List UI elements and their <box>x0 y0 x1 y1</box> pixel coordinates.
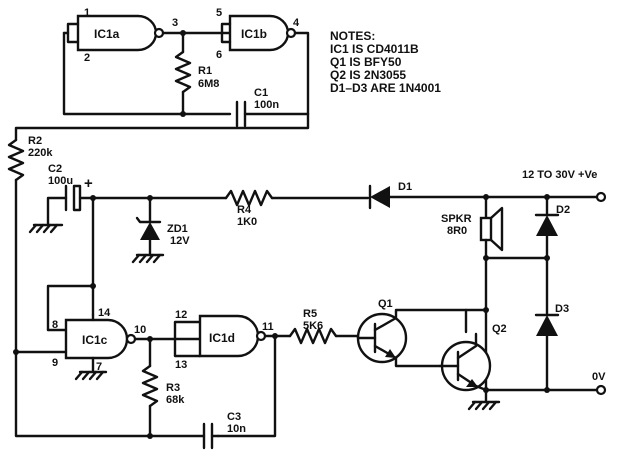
r5-resistor <box>288 327 338 345</box>
r2-resistor <box>7 138 25 182</box>
pin-4: 4 <box>293 17 300 29</box>
supply-terminal <box>595 191 607 203</box>
d1-name: D1 <box>398 181 412 193</box>
q2-transistor <box>438 332 492 392</box>
ic1c-ground-symbol <box>74 370 108 381</box>
r1-value: 6M8 <box>198 78 219 90</box>
q1-transistor <box>356 310 408 364</box>
q1-name: Q1 <box>378 298 393 310</box>
c1-value: 100n <box>254 99 279 111</box>
zd1-name: ZD1 <box>167 223 188 235</box>
pin-6: 6 <box>216 49 222 61</box>
d3-name: D3 <box>555 303 569 315</box>
d3-diode <box>536 315 558 336</box>
q2-ground-symbol <box>467 388 501 411</box>
notes-title: NOTES: <box>330 29 375 43</box>
ic1b-label: IC1b <box>241 27 267 41</box>
pin-5: 5 <box>216 7 222 19</box>
r3-resistor <box>141 364 159 408</box>
ic1a-label: IC1a <box>94 27 120 41</box>
c2-ground-symbol <box>28 223 64 234</box>
notes-line-4: D1–D3 ARE 1N4001 <box>330 81 441 95</box>
d1-diode <box>370 186 390 208</box>
c2-polarity: + <box>84 175 93 192</box>
pin-10: 10 <box>134 324 146 336</box>
pin-2: 2 <box>84 52 90 64</box>
q2-name: Q2 <box>492 323 507 335</box>
pin-1: 1 <box>84 7 90 19</box>
pin-13: 13 <box>175 359 187 371</box>
pin-11: 11 <box>262 321 274 333</box>
d2-name: D2 <box>556 204 570 216</box>
notes-line-1: IC1 IS CD4011B <box>330 42 419 56</box>
d2-diode <box>536 215 558 236</box>
ic1c-label: IC1c <box>82 333 108 347</box>
notes-block: NOTES: IC1 IS CD4011B Q1 IS BFY50 Q2 IS … <box>330 29 441 95</box>
c3-name: C3 <box>227 411 241 423</box>
zd1-value: 12V <box>170 235 190 247</box>
r5-name: R5 <box>303 308 317 320</box>
pin-9: 9 <box>52 357 58 369</box>
ground-label: 0V <box>592 371 606 383</box>
r4-name: R4 <box>237 204 252 216</box>
r2-value: 220k <box>28 147 53 159</box>
r4-resistor <box>224 189 274 207</box>
speaker <box>479 216 493 242</box>
spkr-value: 8R0 <box>447 225 467 237</box>
c3-value: 10n <box>227 423 246 435</box>
pin-8: 8 <box>52 319 58 331</box>
pin-7: 7 <box>96 361 102 373</box>
r1-resistor <box>174 50 192 94</box>
ic1d-label: IC1d <box>209 331 235 345</box>
zd1-ground-symbol <box>131 253 165 264</box>
pin-3: 3 <box>172 17 178 29</box>
pin-14: 14 <box>98 307 111 319</box>
r5-value: 5K6 <box>303 320 323 332</box>
c2-name: C2 <box>48 163 62 175</box>
r1-name: R1 <box>198 65 212 77</box>
pin-12: 12 <box>175 309 187 321</box>
oscillator-ic1a-ic1b <box>62 14 310 128</box>
supply-label: 12 TO 30V +Ve <box>522 169 597 181</box>
r4-value: 1K0 <box>237 216 257 228</box>
zd1-zener-diode <box>140 222 160 240</box>
c2-value: 100u <box>48 175 73 187</box>
r2-name: R2 <box>28 135 42 147</box>
ground-terminal <box>595 384 607 396</box>
spkr-name: SPKR <box>441 213 472 225</box>
notes-line-2: Q1 IS BFY50 <box>330 55 402 69</box>
r3-name: R3 <box>166 382 180 394</box>
notes-line-3: Q2 IS 2N3055 <box>330 68 406 82</box>
c1-name: C1 <box>254 87 268 99</box>
r3-value: 68k <box>166 394 185 406</box>
